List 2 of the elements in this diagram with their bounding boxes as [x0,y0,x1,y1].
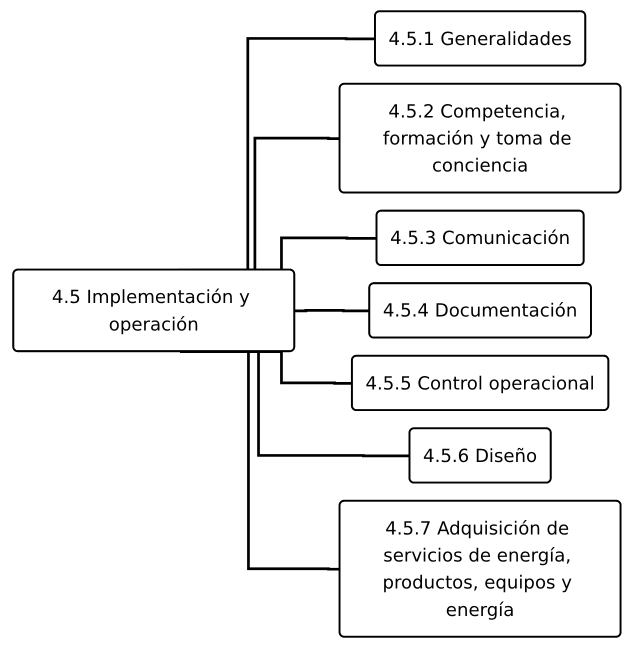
connector [180,350,340,571]
connector [294,309,370,312]
